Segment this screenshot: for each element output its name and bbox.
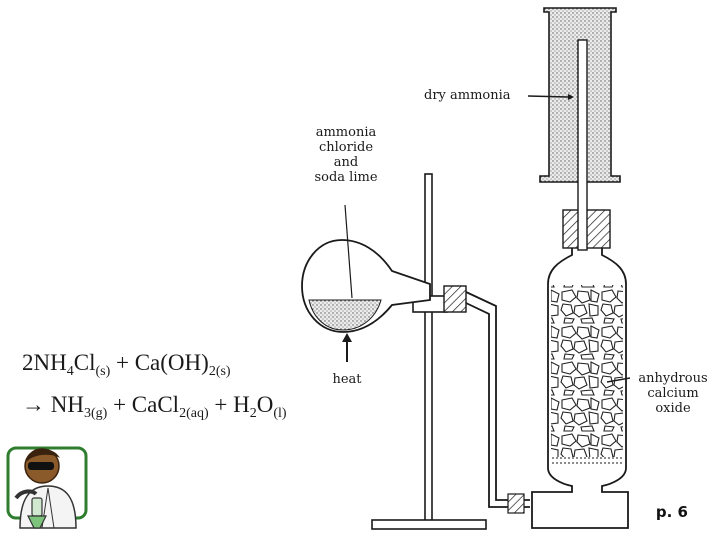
equation-line2-token: 2 [249,406,257,421]
chemist-icon [6,446,88,529]
stand-rod [424,173,433,525]
reagent-mixture [308,299,382,331]
drying-tower [531,209,629,529]
label-reagents: ammonia chloride and soda lime [306,125,386,185]
gas-jar [539,7,621,251]
retort-stand [371,173,487,530]
label-reagents-line2: chloride [318,140,374,155]
label-desiccant-line2: calcium [647,386,699,401]
equation-products: → NH3(g) + CaCl2(aq) + H2O(l) [22,392,287,422]
label-dry-ammonia: dry ammonia [424,88,511,103]
label-desiccant-line3: oxide [655,401,691,416]
flask-stopper [443,285,467,313]
equation-line2-token: + CaCl [107,392,180,417]
equation-line2-token: → NH [22,392,84,417]
equation-line1-token: 4 [66,364,74,379]
equation-reactants: 2NH4Cl(s) + Ca(OH)2(s) [22,350,231,380]
equation-line2-token: + H [208,392,250,417]
label-desiccant: anhydrous calcium oxide [632,371,714,416]
label-dry-ammonia-text: dry ammonia [424,88,511,103]
tube-connector [507,493,525,514]
equation-line1-token: (s) [95,364,111,379]
dry-ammonia-arrowhead [568,94,574,100]
round-bottom-flask [301,239,467,333]
heat-arrowhead [342,333,352,342]
label-desiccant-line1: anhydrous [638,371,708,386]
delivery-tube [465,291,530,508]
equation-line1-token: + Ca(OH) [110,350,209,375]
dry-ammonia-pointer [527,95,569,98]
label-heat-text: heat [332,372,362,387]
equation-line1-token: 2NH [22,350,67,375]
label-heat: heat [326,372,368,387]
label-reagents-line3: and [333,155,359,170]
label-reagents-line1: ammonia [315,125,377,140]
reagents-pointer [344,204,353,299]
desiccant-pointer [606,377,631,383]
stand-base [371,519,487,530]
equation-line2-token: 3(g) [83,406,108,421]
label-reagents-line4: soda lime [314,170,378,185]
equation-line1-token: 2(s) [208,364,231,379]
equation-line1-token: Cl [73,350,96,375]
page-number: p. 6 [655,503,688,521]
equation-line2-token: 2(aq) [179,406,209,421]
equation-line2-token: O [256,392,274,417]
calcium-oxide-lumps [551,285,623,457]
gas-outlet-tube [577,39,588,251]
equation-line2-token: (l) [273,406,287,421]
